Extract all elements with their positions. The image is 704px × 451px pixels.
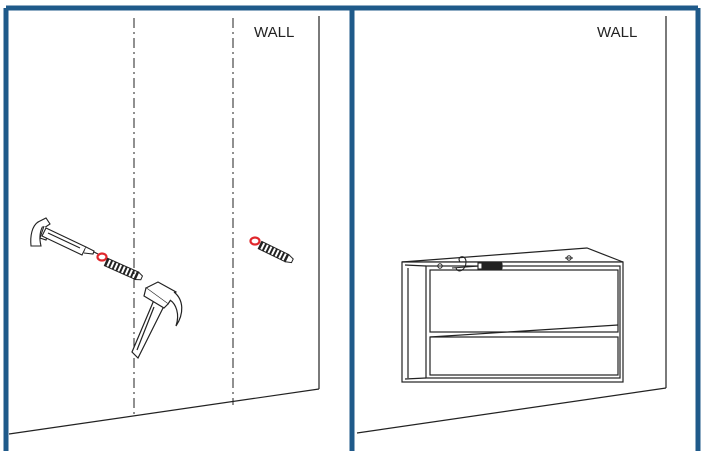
caulk-gun-icon [30,217,101,256]
screw-icon [436,263,444,269]
screwdriver-icon [451,256,503,272]
wall-anchor-icon [103,257,144,281]
wall-outline [8,16,320,435]
hammer-icon [131,281,183,360]
wall-label: WALL [597,24,637,41]
drawer-icon [429,269,619,333]
wall-label: WALL [254,24,294,41]
red-washer-icon [249,236,261,246]
stud-line [133,18,234,415]
panel-2: WALL [356,16,667,434]
cabinet-icon [401,247,624,383]
screw-icon [565,255,573,261]
red-washer-icon [96,252,108,262]
panel-frames [3,5,701,451]
drawer-icon [429,324,619,376]
wall-outline [356,16,667,434]
panel-1: WALL [8,16,320,435]
wall-anchor-icon [257,240,294,264]
